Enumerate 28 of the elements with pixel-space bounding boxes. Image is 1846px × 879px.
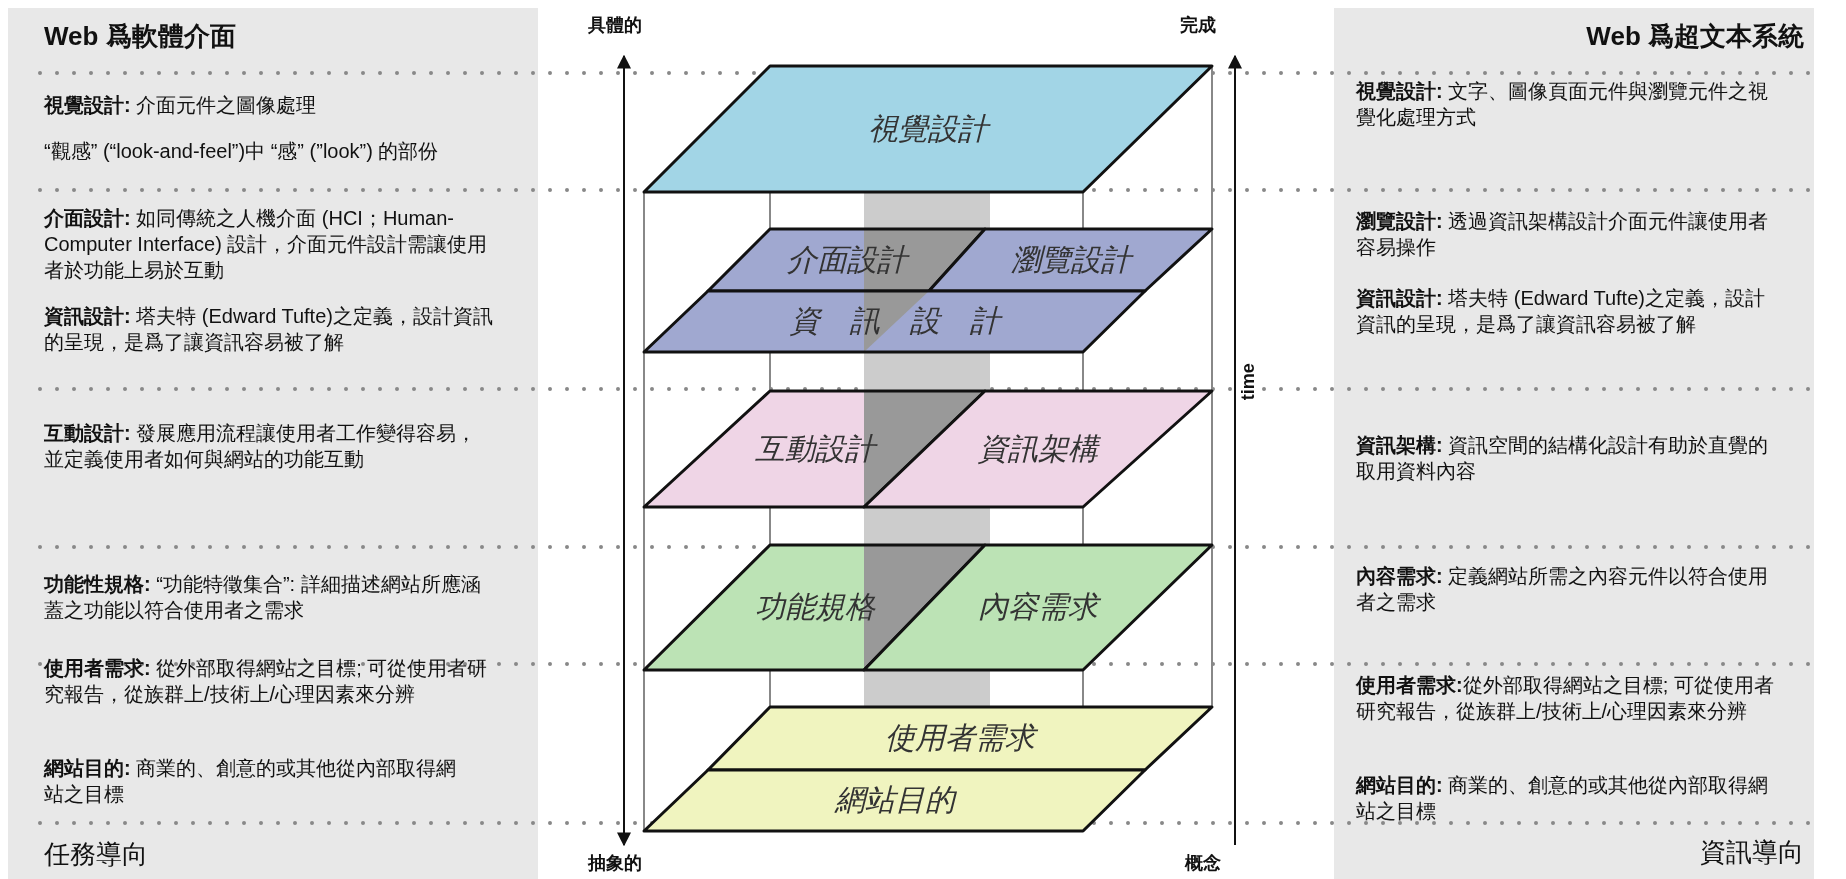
description-text: “觀感” (“look-and-feel”)中 “感” (”look”) 的部份 [44, 139, 440, 164]
layer-plane: 資 訊 設 計 [644, 291, 1145, 352]
description-text: 使用者需求: 從外部取得網站之目標; 可從使用者研究報告，從族群上/技術上/心理因素來分辨 [44, 656, 489, 707]
description-text: 介面設計: 如同傳統之人機介面 (HCI；Human-Computer Interface) 設計，介面元件設計需讓使用者於功能上易於互動 [44, 206, 489, 283]
column-heading: 資訊導向 [1699, 836, 1804, 869]
description-text: 資訊設計: 塔夫特 (Edward Tufte)之定義，設計資訊的呈現，是爲了讓資訊容易被了解 [1356, 286, 1766, 337]
column-heading: 任務導向 [44, 838, 149, 871]
column-heading: Web 爲超文本系統 [1585, 20, 1804, 53]
description-text: 瀏覽設計: 透過資訊架構設計介面元件讓使用者容易操作 [1356, 209, 1770, 260]
layer-plane: 瀏覽設計 [929, 229, 1212, 291]
description-text: 視覺設計: 介面元件之圖像處理 [44, 93, 318, 118]
column-heading: Web 爲軟體介面 [44, 20, 237, 53]
description-text: 網站目的: 商業的、創意的或其他從內部取得網站之目標 [44, 756, 458, 807]
axis-label: 完成 [1180, 14, 1217, 37]
layer-plane: 使用者需求 [708, 707, 1212, 770]
description-text: 資訊架構: 資訊空間的結構化設計有助於直覺的取用資料內容 [1356, 433, 1770, 484]
description-text: 內容需求: 定義網站所需之內容元件以符合使用者之需求 [1356, 564, 1770, 615]
description-text: 功能性規格: “功能特徵集合”: 詳細描述網站所應涵蓋之功能以符合使用者之需求 [44, 572, 482, 623]
layer-plane: 網站目的 [644, 770, 1145, 831]
layer-plane: 視覺設計 [644, 66, 1212, 192]
description-text: 資訊設計: 塔夫特 (Edward Tufte)之定義，設計資訊的呈現，是爲了讓資訊容易被了解 [44, 304, 494, 355]
description-text: 視覺設計: 文字、圖像頁面元件與瀏覽元件之視覺化處理方式 [1356, 79, 1770, 130]
description-text: 使用者需求:從外部取得網站之目標; 可從使用者研究報告，從族群上/技術上/心理因素來分辨 [1356, 673, 1775, 724]
description-text: 互動設計: 發展應用流程讓使用者工作變得容易，並定義使用者如何與網站的功能互動 [44, 421, 478, 472]
axis-label: 具體的 [588, 14, 643, 37]
axis-label: 概念 [1185, 852, 1222, 875]
axis-label: 抽象的 [588, 852, 643, 875]
description-text: 網站目的: 商業的、創意的或其他從內部取得網站之目標 [1356, 773, 1770, 824]
